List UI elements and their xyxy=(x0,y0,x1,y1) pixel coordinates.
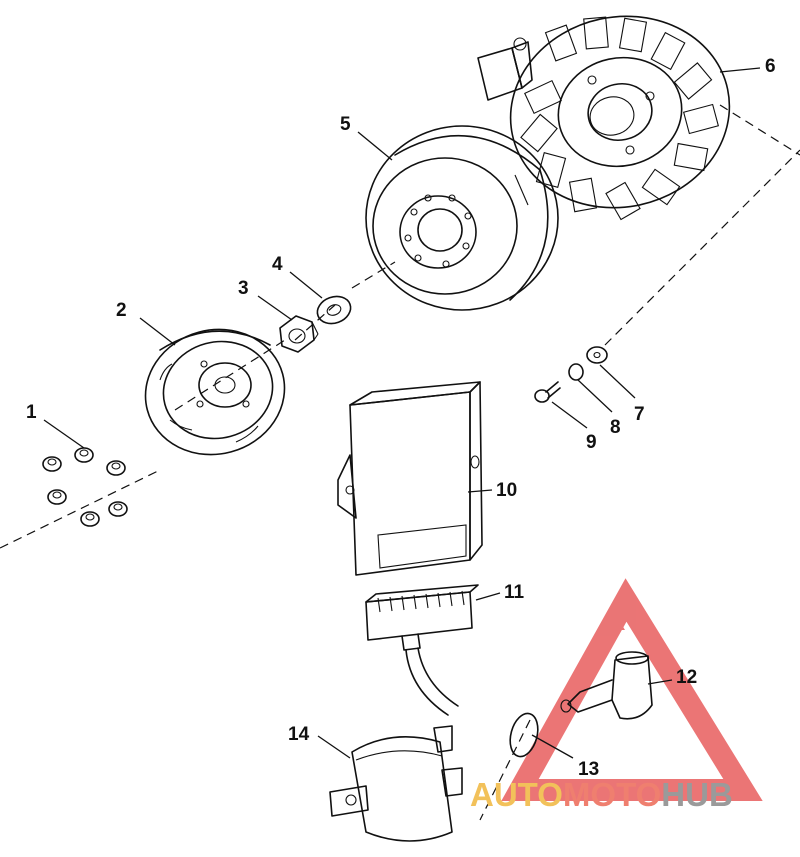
callout-6: 6 xyxy=(765,56,776,77)
callout-12: 12 xyxy=(676,667,697,688)
callout-labels: 1 2 3 4 5 6 7 8 9 10 11 12 13 14 xyxy=(26,56,776,780)
callout-13: 13 xyxy=(578,759,599,780)
bolt xyxy=(74,447,94,463)
callout-10: 10 xyxy=(496,480,517,501)
starter-cup xyxy=(144,328,286,456)
callout-11: 11 xyxy=(504,582,525,603)
flywheel xyxy=(365,125,559,311)
callout-14: 14 xyxy=(288,724,310,745)
spark-plug-cap xyxy=(560,651,653,720)
watermark-auto: AUTO xyxy=(470,776,563,813)
bolt xyxy=(47,489,67,505)
screw xyxy=(534,381,561,403)
bolts xyxy=(42,447,128,527)
bolt xyxy=(42,456,62,472)
cdi-module xyxy=(337,381,483,576)
lock-washer xyxy=(568,363,584,381)
callout-1: 1 xyxy=(26,402,37,423)
nut xyxy=(279,315,319,353)
callout-4: 4 xyxy=(272,254,283,275)
bolt xyxy=(106,460,126,476)
watermark-hub: HUB xyxy=(661,776,733,813)
leader-lines xyxy=(43,67,761,759)
callout-3: 3 xyxy=(238,278,249,299)
watermark-moto: MOTO xyxy=(563,776,661,813)
callout-5: 5 xyxy=(340,114,351,135)
bolt xyxy=(108,501,128,517)
callout-2: 2 xyxy=(116,300,127,321)
ignition-coil xyxy=(329,725,463,842)
stator-assembly xyxy=(477,15,731,221)
bolt xyxy=(80,511,100,527)
watermark-logo-triangle xyxy=(501,578,763,801)
washer xyxy=(316,295,352,325)
watermark-text: AUTOMOTOHUB xyxy=(470,776,733,813)
callout-9: 9 xyxy=(586,432,597,453)
callout-8: 8 xyxy=(610,417,621,438)
wire-connector xyxy=(365,584,479,716)
callout-7: 7 xyxy=(634,404,645,425)
flat-washer xyxy=(586,346,608,364)
alignment-lines xyxy=(0,104,800,821)
o-ring xyxy=(509,712,539,758)
